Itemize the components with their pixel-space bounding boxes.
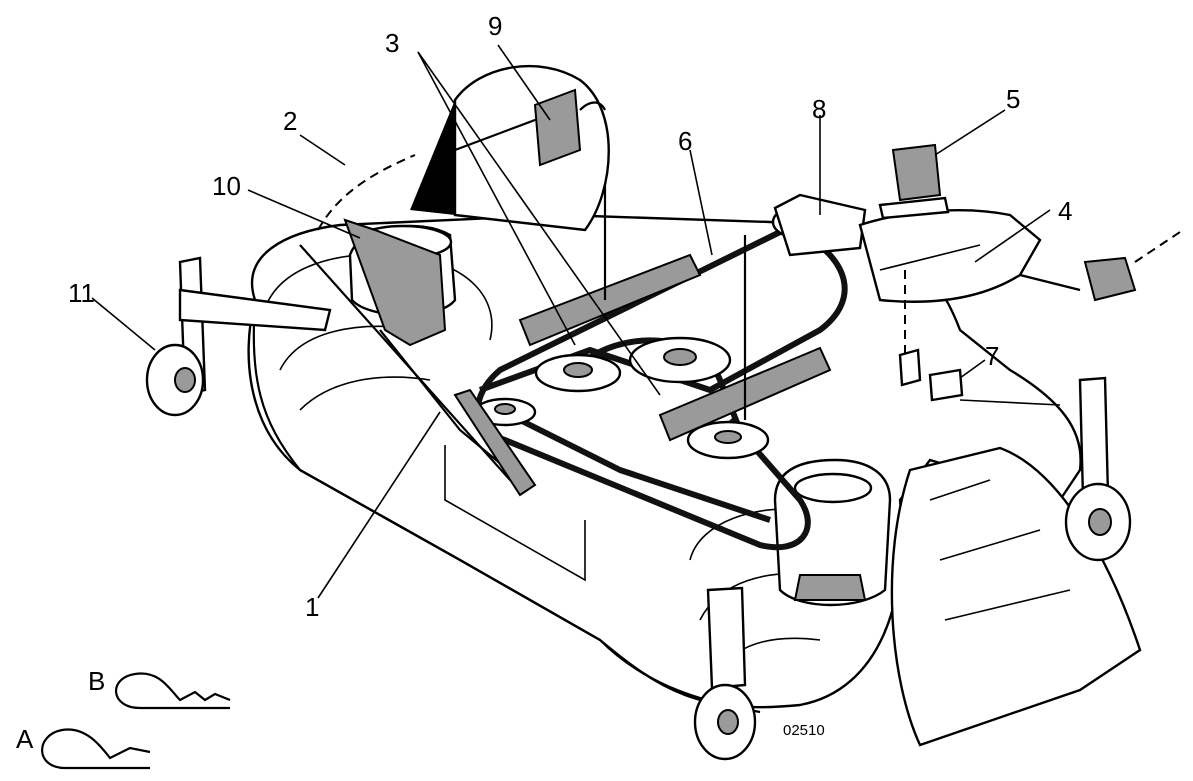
gauge-wheel-right-rear [1064, 376, 1132, 562]
idler-pulley-8 [771, 193, 867, 257]
pulleys [473, 193, 867, 460]
callout-6: 6 [678, 126, 692, 156]
clip-label-a: A [16, 724, 34, 754]
hairpin-clip-b: B [88, 666, 231, 710]
hardware [878, 143, 1061, 406]
callout-1: 1 [305, 592, 319, 622]
hairpin-clip-a: A [16, 724, 151, 770]
callout-8: 8 [812, 94, 826, 124]
pulley-right [686, 420, 770, 460]
pulley-center-left [534, 353, 622, 393]
callout-9: 9 [488, 11, 502, 41]
callout-3: 3 [385, 28, 399, 58]
spindle-housing-right [773, 458, 892, 607]
pulley-center [628, 336, 732, 384]
figure-code: 02510 [783, 722, 825, 739]
cable-route [317, 154, 416, 231]
front-hitch-bar [858, 209, 1181, 360]
lift-linkage [299, 150, 832, 497]
callout-2: 2 [283, 106, 297, 136]
callout-5: 5 [1006, 84, 1020, 114]
callout-4: 4 [1058, 196, 1072, 226]
callout-11: 11 [68, 278, 95, 308]
gauge-wheel-left [145, 256, 332, 417]
callout-10: 10 [212, 171, 241, 201]
gauge-wheel-right-front [693, 586, 757, 761]
leader-lines [91, 44, 1051, 599]
spindle-housing-left [343, 218, 457, 347]
callout-7: 7 [985, 341, 999, 371]
detail-inset [410, 64, 610, 232]
callout-labels: 1 2 3 4 5 6 7 8 9 10 11 [68, 11, 1072, 622]
clip-label-b: B [88, 666, 105, 696]
